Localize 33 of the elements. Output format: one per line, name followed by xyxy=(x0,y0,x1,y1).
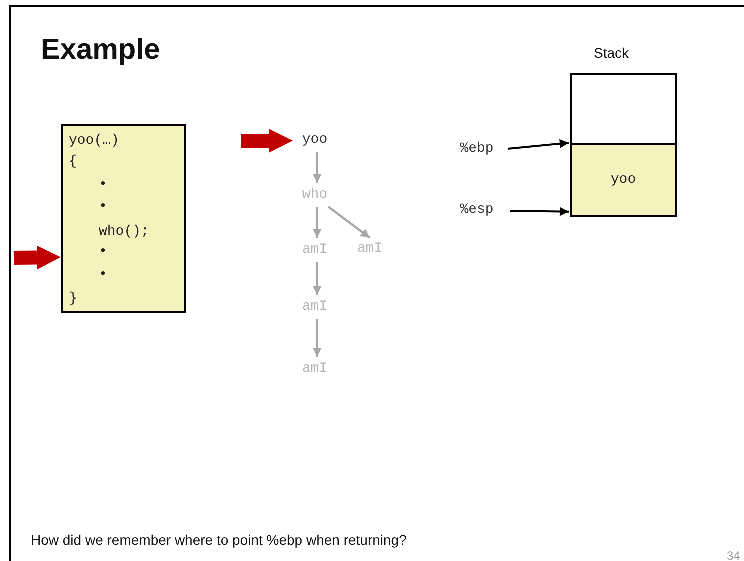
slide-title: Example xyxy=(41,34,160,67)
stack-heading: Stack xyxy=(594,45,630,61)
function-name: who xyxy=(302,187,328,203)
register-name: %ebp xyxy=(460,141,494,157)
arrow xyxy=(312,207,322,238)
function-name: amI xyxy=(357,241,383,257)
arrow xyxy=(312,262,322,295)
code-line: • xyxy=(99,266,108,284)
arrow xyxy=(312,319,322,357)
page-number: 34 xyxy=(727,549,740,561)
function-name: amI xyxy=(302,299,328,315)
code-line: • xyxy=(99,198,108,216)
function-name: yoo xyxy=(302,132,328,148)
pointer-arrow xyxy=(14,246,61,270)
arrow xyxy=(328,206,371,239)
arrow xyxy=(510,207,570,216)
function-name: yoo xyxy=(610,172,636,188)
code-line: } xyxy=(69,290,78,308)
function-name: amI xyxy=(302,242,328,258)
pointer-arrow xyxy=(240,128,293,153)
code-line: yoo(…) xyxy=(69,132,120,150)
stack-frame xyxy=(570,143,677,217)
code-line: who(); xyxy=(99,223,150,241)
arrow xyxy=(508,139,570,150)
function-name: amI xyxy=(302,361,328,377)
code-line: • xyxy=(99,243,108,261)
code-line: { xyxy=(69,153,78,171)
arrow xyxy=(312,152,322,183)
stack-frame xyxy=(570,73,677,145)
code-box xyxy=(61,124,186,313)
question-text: How did we remember where to point %ebp when returning? xyxy=(31,532,407,548)
code-line: • xyxy=(99,176,108,194)
register-name: %esp xyxy=(460,202,494,218)
